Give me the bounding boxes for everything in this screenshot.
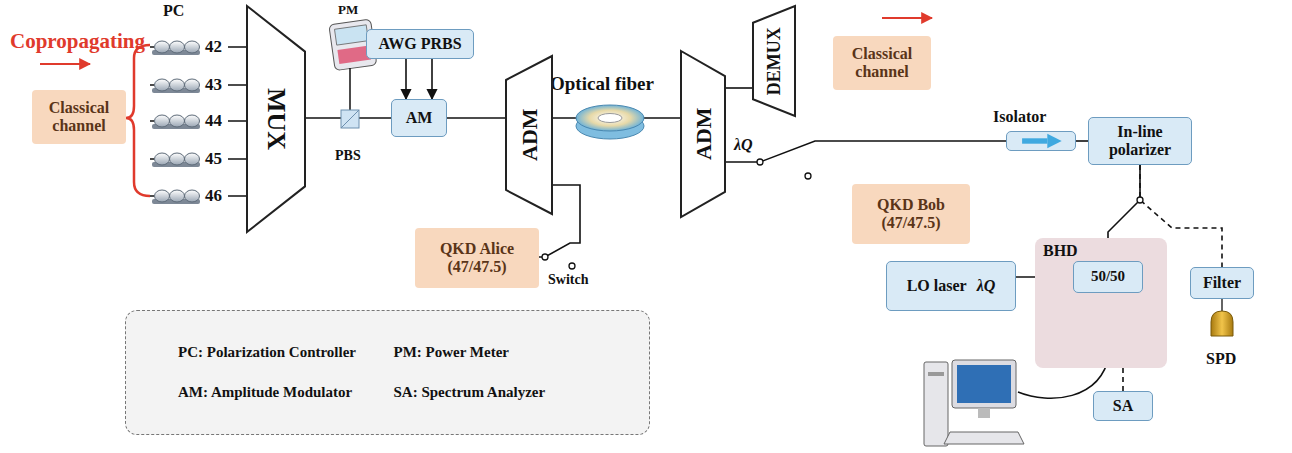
switch-contact <box>1137 197 1143 203</box>
channel-number: 43 <box>205 76 222 95</box>
node-label: BHD <box>1043 242 1078 260</box>
channel-box: Classical channel <box>833 36 931 90</box>
modulator-box: AM <box>391 99 447 137</box>
node-label: LO laser <box>907 277 967 295</box>
isolator: Isolator <box>1006 131 1076 151</box>
node-label: ADM <box>516 109 541 162</box>
switch-contact <box>569 263 575 269</box>
pbs-cube <box>341 110 359 128</box>
beam-splitter: 50/50 <box>1073 261 1143 293</box>
node-label: AWG PRBS <box>378 35 461 53</box>
switch-contact <box>805 173 811 179</box>
add-drop-mux: ADM <box>680 50 726 218</box>
abbreviation-box: PC: Polarization Controller PM: Power Met… <box>125 310 650 435</box>
fiber-link <box>405 59 407 99</box>
fiber-link <box>726 87 752 89</box>
part-name: Optical fiber <box>550 74 654 95</box>
part-name: PM <box>338 3 358 17</box>
computer <box>924 360 1024 446</box>
fiber-link <box>726 141 1006 162</box>
node-label: Classical channel <box>837 45 927 82</box>
filter-box: Filter <box>1190 267 1254 299</box>
tap-line <box>349 68 351 110</box>
part-name: Switch <box>548 272 588 287</box>
polarizer-box: In-line polarizer <box>1088 117 1192 165</box>
channel-number: 44 <box>205 112 222 131</box>
note: Copropagating <box>10 30 145 53</box>
node-label: Classical channel <box>36 99 122 136</box>
polarization-controllers <box>150 41 248 204</box>
node-label: Isolator <box>993 108 1046 126</box>
node-label: QKD Alice (47/47.5) <box>419 240 535 277</box>
node-label: AM <box>406 109 433 127</box>
channel-number: 42 <box>205 38 222 57</box>
signal-generator: AWG PRBS <box>366 29 474 59</box>
channel-number: 45 <box>205 150 222 169</box>
isolator-arrow <box>1007 132 1075 150</box>
node-label: QKD Bob (47/47.5) <box>856 196 966 233</box>
direction-arrow <box>882 17 932 19</box>
abbreviation-entry: PC: Polarization Controller <box>178 344 356 361</box>
node-label: In-line polarizer <box>1093 123 1187 160</box>
brace <box>126 45 150 196</box>
analyzer-box: SA <box>1093 391 1153 421</box>
channel-number: 46 <box>205 187 222 206</box>
multiplexer: MUX <box>246 5 306 233</box>
channel-box: Classical channel <box>32 90 126 144</box>
abbreviation-entry: AM: Amplitude Modulator <box>178 384 352 401</box>
photodetector <box>1211 298 1233 336</box>
node-label: SA <box>1113 397 1133 415</box>
abbreviation-entry: PM: Power Meter <box>394 344 509 361</box>
fiber-link <box>1076 140 1088 142</box>
fiber-link <box>431 59 433 99</box>
node-label: ADM <box>690 108 715 161</box>
node-label: DEMUX <box>764 27 785 95</box>
wavelength-label: λQ <box>734 136 753 154</box>
add-drop-mux: ADM <box>505 55 553 215</box>
abbreviation-entry: SA: Spectrum Analyzer <box>394 384 546 401</box>
node-label: 50/50 <box>1091 268 1125 285</box>
direction-arrow <box>40 63 90 65</box>
bhd-panel: BHD 50/50 <box>1035 238 1167 368</box>
qkd-receiver: QKD Bob (47/47.5) <box>852 184 970 244</box>
part-name: PBS <box>335 148 361 163</box>
laser-box: LO laser λQ <box>886 261 1016 311</box>
switch-contact <box>757 159 763 165</box>
qkd-transmitter: QKD Alice (47/47.5) <box>415 228 539 288</box>
dashed-fiber-link <box>1122 368 1124 391</box>
fiber-spool <box>576 105 644 139</box>
switch-contact <box>542 254 548 260</box>
part-name: SPD <box>1206 350 1236 368</box>
node-label: Filter <box>1203 274 1241 292</box>
part-name: PC <box>163 2 184 20</box>
demultiplexer: DEMUX <box>752 5 796 117</box>
node-label: MUX <box>261 88 291 150</box>
node-label: λQ <box>977 277 996 295</box>
fiber-link <box>447 117 505 119</box>
